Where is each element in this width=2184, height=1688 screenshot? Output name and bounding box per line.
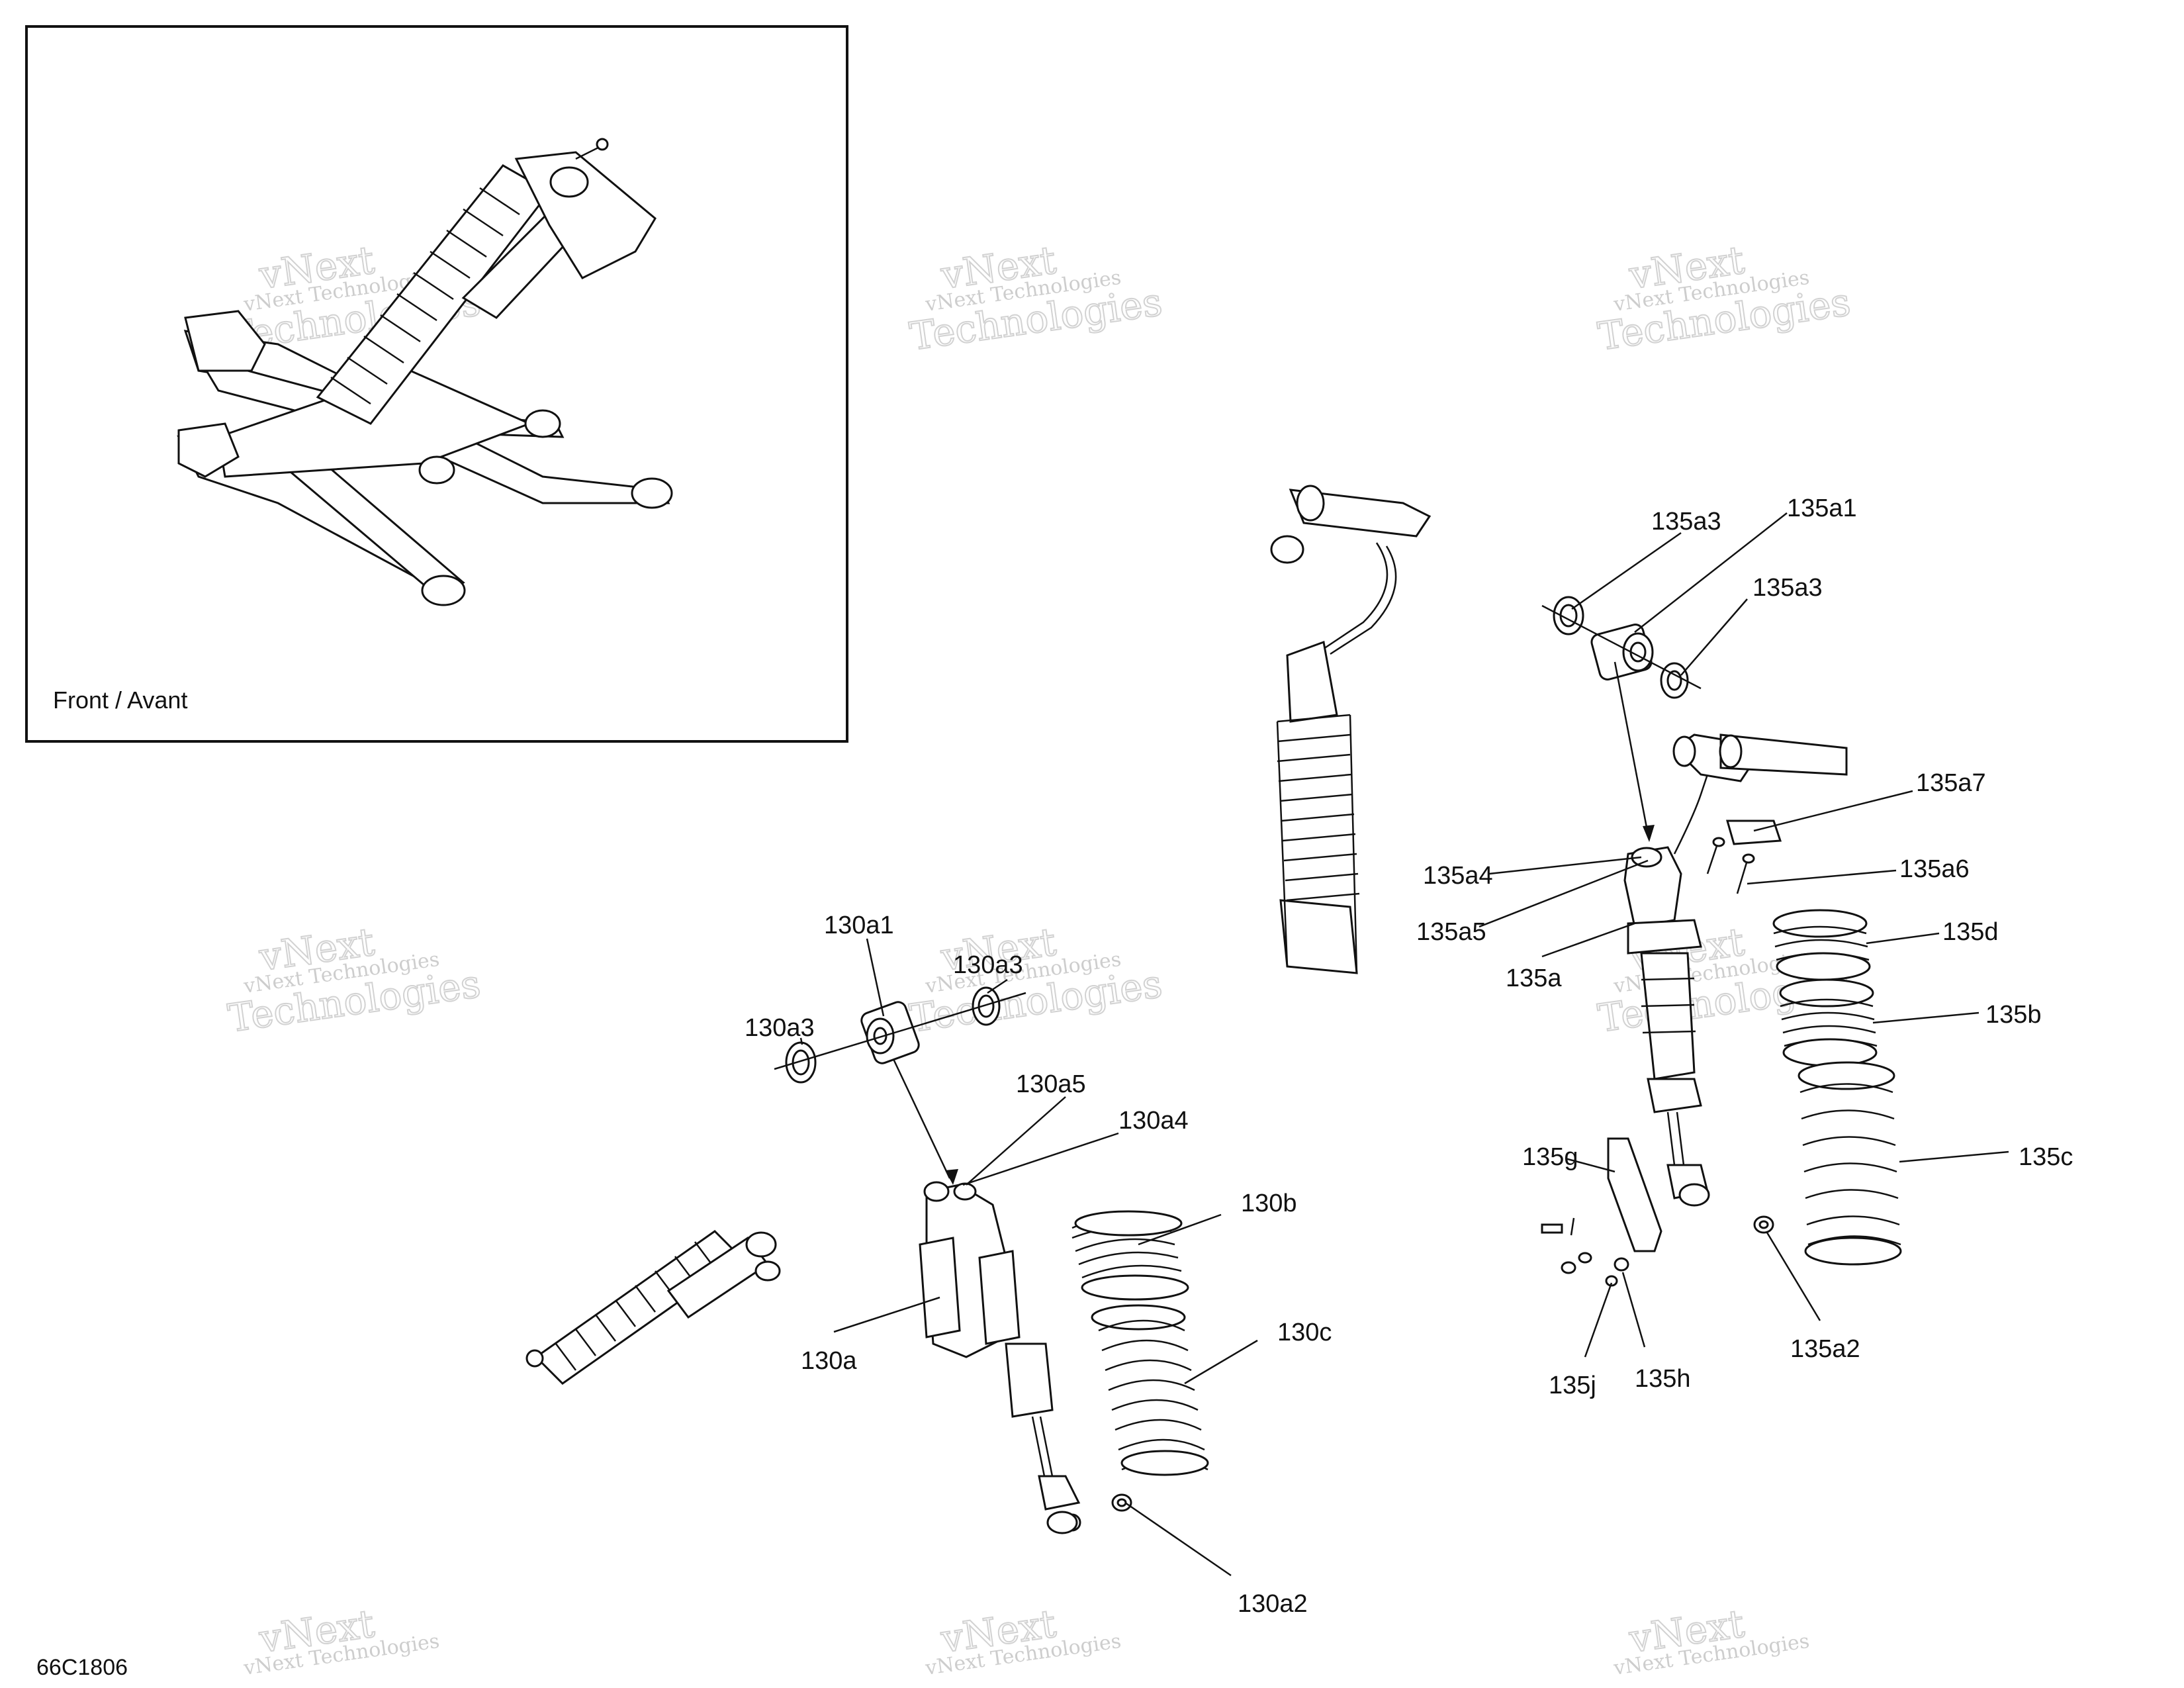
bushing-130a1 bbox=[860, 1001, 920, 1064]
callout-135a7: 135a7 bbox=[1916, 769, 1986, 797]
spring-130c bbox=[1091, 1304, 1209, 1476]
nut-135a2 bbox=[1753, 1215, 1774, 1234]
callout-135a3-top: 135a3 bbox=[1651, 508, 1721, 536]
callout-130a2: 130a2 bbox=[1238, 1590, 1308, 1618]
spring-135d bbox=[1772, 909, 1871, 981]
callout-135a5: 135a5 bbox=[1416, 918, 1486, 946]
washer-135a3-right bbox=[1660, 662, 1689, 699]
watermark: vNext Technologies vNext Technologies bbox=[906, 918, 1165, 1041]
callout-135g: 135g bbox=[1522, 1143, 1578, 1171]
callout-130a3-top: 130a3 bbox=[953, 951, 1023, 979]
watermark: vNext Technologies vNext bbox=[242, 1600, 441, 1680]
callout-135a4: 135a4 bbox=[1423, 862, 1493, 890]
inset-panel: Front / Avant bbox=[25, 25, 848, 743]
inset-label: Front / Avant bbox=[53, 686, 187, 714]
callout-135h: 135h bbox=[1635, 1365, 1691, 1393]
shock-135-preview bbox=[1270, 485, 1432, 974]
callout-135a1: 135a1 bbox=[1787, 494, 1857, 522]
callout-130a4: 130a4 bbox=[1118, 1107, 1189, 1135]
watermark: vNext Technologies vNext Technologies bbox=[906, 236, 1165, 359]
watermark: vNext Technologies vNext bbox=[923, 1600, 1122, 1680]
spring-135c bbox=[1797, 1061, 1902, 1266]
callout-130c: 130c bbox=[1277, 1319, 1332, 1346]
bolts-135a6 bbox=[1706, 837, 1755, 894]
callout-135c: 135c bbox=[2019, 1143, 2073, 1171]
callout-135d: 135d bbox=[1942, 918, 1999, 946]
watermark: vNext Technologies vNext Technologies bbox=[1594, 236, 1854, 359]
washer-130a3-left bbox=[785, 1041, 817, 1084]
callout-130a: 130a bbox=[801, 1347, 857, 1375]
washer-130a3-right bbox=[972, 986, 1001, 1026]
shock-135a bbox=[1623, 733, 1848, 1207]
callout-135a: 135a bbox=[1506, 964, 1562, 992]
callout-135b: 135b bbox=[1985, 1001, 2042, 1029]
bracket-135g bbox=[1607, 1137, 1662, 1252]
shock-130-preview bbox=[525, 1230, 781, 1385]
diagram-id: 66C1806 bbox=[36, 1655, 128, 1680]
callout-130a3-left: 130a3 bbox=[745, 1014, 815, 1042]
spring-130b bbox=[1071, 1210, 1189, 1301]
callout-130a5: 130a5 bbox=[1016, 1070, 1086, 1098]
washer-135a3-left bbox=[1553, 596, 1584, 635]
callout-135a6: 135a6 bbox=[1899, 855, 1970, 883]
bushing-135a1 bbox=[1590, 624, 1654, 680]
clip-135a7 bbox=[1726, 820, 1782, 845]
callout-135a3-right: 135a3 bbox=[1752, 574, 1823, 602]
nut-130a2 bbox=[1111, 1493, 1132, 1512]
shock-130a bbox=[919, 1181, 1081, 1534]
spring-135b bbox=[1779, 978, 1878, 1067]
inset-frame bbox=[25, 25, 848, 743]
callout-130a1: 130a1 bbox=[824, 912, 894, 939]
hardware-135h-135j bbox=[1541, 1217, 1629, 1287]
callout-130b: 130b bbox=[1241, 1190, 1297, 1217]
watermark: vNext Technologies vNext bbox=[1612, 1600, 1811, 1680]
leader-lines bbox=[799, 512, 2009, 1577]
suspension-assembly-illustration bbox=[177, 138, 673, 606]
callout-135a2: 135a2 bbox=[1790, 1335, 1860, 1363]
watermark: vNext Technologies vNext Technologies bbox=[224, 918, 484, 1041]
callouts: 130a1 130a3 130a3 130a5 130a4 130a 130b … bbox=[745, 494, 2073, 1618]
callout-135j: 135j bbox=[1549, 1372, 1596, 1399]
